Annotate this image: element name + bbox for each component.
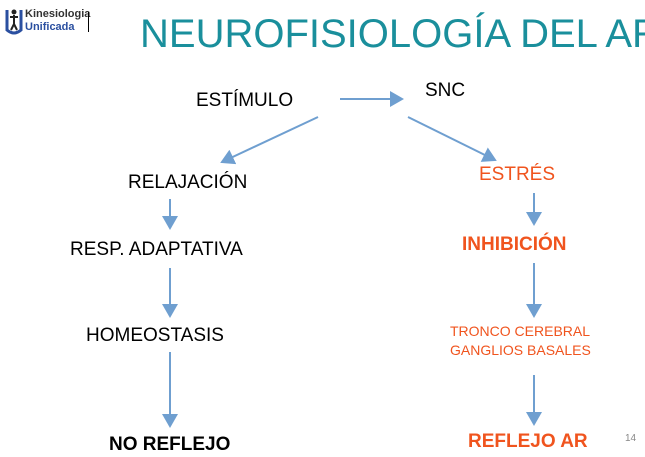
- node-ganglios: GANGLIOS BASALES: [450, 342, 591, 358]
- logo: Kinesiologia Unificada: [4, 6, 90, 41]
- node-estres: ESTRÉS: [479, 164, 556, 185]
- node-resp-adaptativa: RESP. ADAPTATIVA: [70, 239, 243, 260]
- logo-figure-icon: [5, 9, 23, 35]
- node-inhibicion: INHIBICIÓN: [462, 234, 567, 255]
- node-relajacion: RELAJACIÓN: [128, 172, 248, 193]
- node-tronco: TRONCO CEREBRAL: [450, 323, 591, 339]
- page-number: 14: [625, 433, 637, 444]
- arrow-snc-relajacion: [220, 116, 319, 165]
- node-reflejo-ar: REFLEJO AR: [468, 431, 588, 452]
- logo-line2: Unificada: [25, 21, 75, 33]
- node-homeostasis: HOMEOSTASIS: [86, 325, 224, 346]
- node-estimulo: ESTÍMULO: [196, 90, 294, 111]
- node-no-reflejo: NO REFLEJO: [109, 434, 231, 455]
- divider: [88, 12, 89, 32]
- slide-title: NEUROFISIOLOGÍA DEL AR: [140, 12, 645, 56]
- logo-line1: Kinesiologia: [25, 8, 91, 20]
- node-snc: SNC: [425, 80, 466, 101]
- arrow-snc-estres: [407, 116, 497, 162]
